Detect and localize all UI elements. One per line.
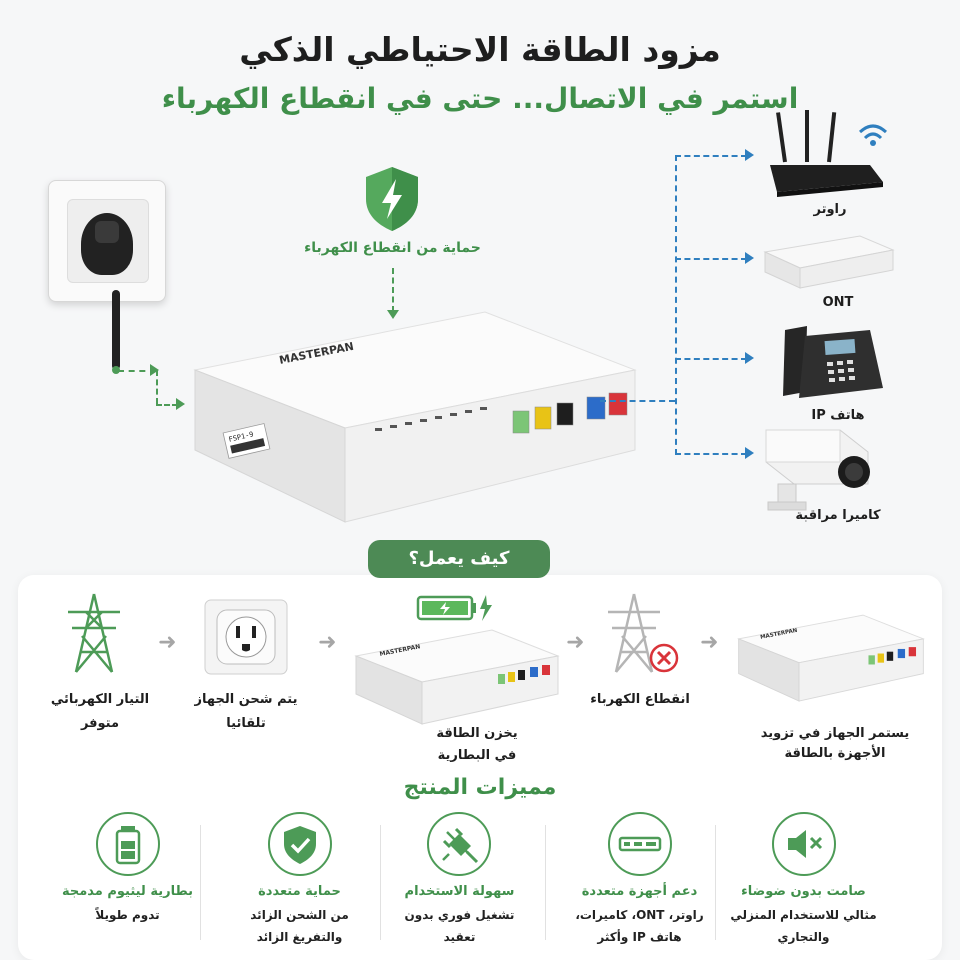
feature-2-desc-2: والتفريغ الزائد [256,930,343,944]
step-2-line2: تلقائيا [226,716,266,731]
cable-link-v [156,370,158,404]
step-1-line2: متوفر [80,716,120,731]
mute-icon [772,812,836,876]
ip-phone-label: هاتف IP [811,408,865,423]
device-bar-icon [608,812,672,876]
wall-outlet-icon [204,599,288,675]
router-label: راوتر [813,202,847,217]
arrow-router [745,149,754,161]
link-camera [675,453,747,455]
power-tower-icon [68,593,120,673]
arrow-camera [745,447,754,459]
arrow-step-1: ➜ [158,630,177,655]
arrow-ont [745,252,754,264]
arrow-cable [150,364,159,376]
feature-4-desc-1: راوتر، ONT، كاميرات، [575,908,704,922]
step-3-line1: يخزن الطاقة [436,726,518,741]
feature-divider [545,825,546,940]
link-ont [675,258,747,260]
step-2-line1: يتم شحن الجهاز [194,692,298,707]
plug-cap [95,221,119,243]
arrow-phone [745,352,754,364]
device-icon: MASTERPAN [737,614,925,702]
cable-dot [112,366,120,374]
cable-link-h2 [156,404,178,406]
ont-label: ONT [822,295,854,310]
arrow-down-shield [387,310,399,319]
arrow-step-2: ➜ [318,630,337,655]
shield-label: حماية من انقطاع الكهرباء [304,240,481,256]
shield-check-icon [268,812,332,876]
ont-icon [763,235,895,289]
link-phone [675,358,747,360]
router-icon [770,110,888,197]
step-3-line2: في البطارية [437,748,517,763]
feature-divider [200,825,201,940]
cable-link [118,370,156,372]
link-router [675,155,747,157]
arrow-into-device [176,398,185,410]
feature-2-desc-1: من الشحن الزائد [250,908,349,922]
wall-socket [48,180,166,302]
camera-label: كاميرا مراقبة [795,508,881,523]
how-it-works-title: كيف يعمل؟ [368,540,550,578]
arrow-step-3: ➜ [566,630,585,655]
page-title: مزود الطاقة الاحتياطي الذكي [239,30,721,69]
plug-icon [427,812,491,876]
feature-4-desc-2: هاتف IP وأكثر [597,930,682,944]
step-1-line1: التيار الكهربائي [50,692,150,707]
feature-1-title: بطارية ليثيوم مدمجة [61,884,194,899]
feature-3-title: سهولة الاستخدام [404,884,515,899]
step-5-line2: الأجهزة بالطاقة [784,746,886,761]
battery-charging-icon [416,595,492,621]
feature-divider [380,825,381,940]
feature-5-title: صامت بدون ضوضاء [741,884,866,899]
features-title: مميزات المنتج [403,775,557,800]
feature-3-desc-1: تشغيل فوري بدون [404,908,515,922]
step-4-line1: انقطاع الكهرباء [590,692,690,707]
ip-phone-icon [783,326,883,398]
camera-icon [765,429,870,511]
feature-1-desc: تدوم طويلاً [95,908,160,922]
page-subtitle: استمر في الاتصال... حتى في انقطاع الكهرب… [161,82,799,115]
charging-device-icon: MASTERPAN [354,629,560,725]
shield-link [392,268,394,312]
shield-lightning-icon [366,167,418,231]
arrow-step-4: ➜ [700,630,719,655]
backup-power-device: MASTERPAN FSP1-9 [193,311,637,523]
distribution-trunk [675,155,677,455]
feature-5-desc-1: مثالي للاستخدام المنزلي [730,908,877,922]
power-cut-icon [608,593,679,673]
device-output-link [600,400,675,402]
feature-2-title: حماية متعددة [258,884,341,899]
feature-5-desc-2: والتجاري [777,930,830,944]
step-5-line1: يستمر الجهاز في تزويد [760,726,910,741]
feature-3-desc-2: تعقيد [443,930,476,944]
feature-divider [715,825,716,940]
power-cable [112,290,120,370]
battery-icon [96,812,160,876]
feature-4-title: دعم أجهزة متعددة [581,884,698,899]
